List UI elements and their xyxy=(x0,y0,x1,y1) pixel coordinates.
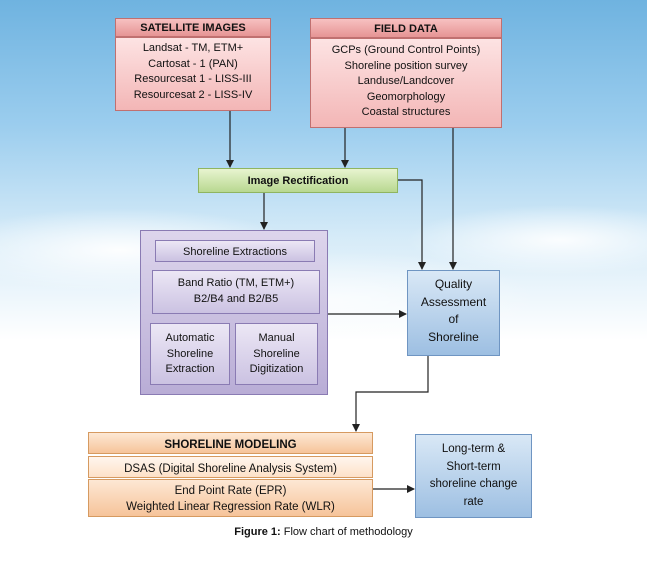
manual-line: Digitization xyxy=(249,363,304,375)
satellite-item: Cartosat - 1 (PAN) xyxy=(148,57,238,70)
manual-line: Shoreline xyxy=(253,347,300,360)
satellite-item: Resourcesat 1 - LISS-III xyxy=(134,73,252,85)
field-item: Landuse/Landcover xyxy=(357,75,455,87)
satellite-item: Landsat - TM, ETM+ xyxy=(142,42,244,54)
image-rectification-box: Image Rectification xyxy=(198,168,398,193)
shoreline-modeling-title: SHORELINE MODELING xyxy=(164,439,297,451)
caption-text: Flow chart of methodology xyxy=(280,526,413,538)
quality-line: Shoreline xyxy=(428,329,479,344)
manual-line: Manual xyxy=(258,332,295,344)
field-item: Geomorphology xyxy=(366,90,446,103)
field-data-header: FIELD DATA xyxy=(310,18,502,38)
figure-caption: Figure 1: Flow chart of methodology xyxy=(0,526,647,538)
image-rectification-label: Image Rectification xyxy=(247,175,349,187)
rate-line: End Point Rate (EPR) xyxy=(174,485,287,497)
caption-label: Figure 1: xyxy=(234,526,281,538)
quality-line: Quality xyxy=(434,277,473,291)
longterm-line: Short-term xyxy=(446,460,501,473)
band-ratio-box: Band Ratio (TM, ETM+) B2/B4 and B2/B5 xyxy=(152,270,320,314)
dsas-box: DSAS (Digital Shoreline Analysis System) xyxy=(88,456,373,478)
shoreline-change-rate-box: Long-term & Short-term shoreline change … xyxy=(415,434,532,518)
rates-box: End Point Rate (EPR) Weighted Linear Reg… xyxy=(88,479,373,517)
satellite-item: Resourcesat 2 - LISS-IV xyxy=(133,88,253,101)
field-item: Coastal structures xyxy=(361,106,451,118)
rate-line: Weighted Linear Regression Rate (WLR) xyxy=(126,501,335,513)
arrow-quality-to-modeling xyxy=(352,356,429,432)
field-item: Shoreline position survey xyxy=(344,59,468,72)
automatic-line: Extraction xyxy=(165,363,215,375)
quality-line: Assessment xyxy=(420,294,487,309)
field-data-title: FIELD DATA xyxy=(374,23,438,35)
automatic-extraction-box: Automatic Shoreline Extraction xyxy=(150,323,230,385)
field-item: GCPs (Ground Control Points) xyxy=(331,44,481,56)
shoreline-modeling-header: SHORELINE MODELING xyxy=(88,432,373,454)
satellite-images-list: Landsat - TM, ETM+ Cartosat - 1 (PAN) Re… xyxy=(115,37,271,111)
automatic-line: Shoreline xyxy=(166,347,214,360)
shoreline-extractions-label: Shoreline Extractions xyxy=(183,246,287,258)
dsas-label: DSAS (Digital Shoreline Analysis System) xyxy=(124,463,337,475)
longterm-line: Long-term & xyxy=(441,443,506,455)
satellite-images-header: SATELLITE IMAGES xyxy=(115,18,271,37)
longterm-line: shoreline change xyxy=(429,478,518,490)
band-ratio-line: Band Ratio (TM, ETM+) xyxy=(177,277,295,289)
quality-line: of xyxy=(448,312,459,326)
satellite-images-title: SATELLITE IMAGES xyxy=(140,22,246,34)
arrow-rectification-to-quality xyxy=(398,179,426,270)
field-data-list: GCPs (Ground Control Points) Shoreline p… xyxy=(310,38,502,128)
automatic-line: Automatic xyxy=(165,332,215,344)
longterm-line: rate xyxy=(463,495,484,508)
shoreline-extractions-box: Shoreline Extractions xyxy=(155,240,315,262)
manual-digitization-box: Manual Shoreline Digitization xyxy=(235,323,318,385)
band-ratio-line: B2/B4 and B2/B5 xyxy=(193,292,279,305)
quality-assessment-box: Quality Assessment of Shoreline xyxy=(407,270,500,356)
